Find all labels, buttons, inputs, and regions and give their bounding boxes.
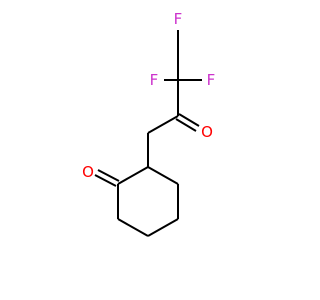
bond-carbonyl-ch2 — [147, 115, 179, 134]
bond-ring-2 — [147, 166, 179, 185]
bond-chain-carbonyl-double-a — [178, 113, 200, 127]
bond-ring-carbonyl-double-a — [97, 169, 120, 182]
bond-ring-1 — [117, 166, 149, 185]
bonds — [94, 30, 202, 237]
fluorine-right-label: F — [207, 71, 216, 89]
oxygen-chain-label: O — [201, 123, 213, 141]
oxygen-ring-label: O — [82, 163, 94, 181]
bond-ring-carbonyl-double-b — [94, 174, 117, 187]
atom-labels: F F F O O — [82, 10, 215, 181]
fluorine-top-label: F — [174, 10, 183, 28]
fluorine-left-label: F — [150, 71, 159, 89]
bond-ring-4 — [147, 218, 179, 237]
molecule-diagram: F F F O O — [82, 10, 215, 237]
bond-chain-carbonyl-double-b — [175, 118, 197, 132]
bond-ring-5 — [117, 218, 149, 237]
